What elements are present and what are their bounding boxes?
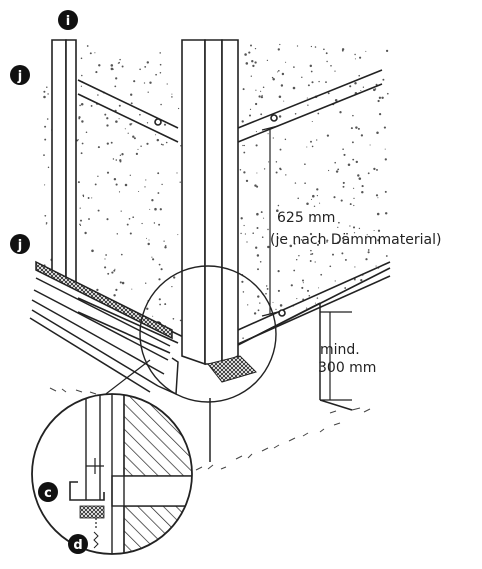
dimension-min-height xyxy=(320,311,352,401)
dimension-spacing-note: (je nach Dämmmaterial) xyxy=(270,232,441,248)
marker-c: c xyxy=(38,482,58,502)
svg-text:c: c xyxy=(44,486,52,501)
section-detail xyxy=(32,394,192,554)
dimension-spacing-value: 625 mm xyxy=(277,210,335,226)
marker-d: d xyxy=(68,534,88,554)
ground-texture xyxy=(49,387,371,471)
marker-j-bottom: j xyxy=(10,234,30,254)
svg-text:j: j xyxy=(17,69,22,84)
marker-i: i xyxy=(58,10,78,30)
vertical-stud-left xyxy=(51,39,77,288)
svg-text:i: i xyxy=(66,14,70,29)
dimension-min-value: 300 mm xyxy=(318,360,376,376)
corner-stud xyxy=(181,39,239,366)
dimension-spacing xyxy=(261,125,279,317)
insulation-speckle-right xyxy=(239,43,389,339)
dimension-min-prefix: mind. xyxy=(320,342,360,358)
svg-text:j: j xyxy=(17,238,22,253)
svg-text:d: d xyxy=(73,538,82,553)
marker-j-top: j xyxy=(10,65,30,85)
right-wall-panel xyxy=(212,40,390,345)
section-detail-border xyxy=(31,393,193,555)
foundation-block xyxy=(209,302,353,462)
left-wall-panel xyxy=(40,40,200,345)
drip-mesh-corner xyxy=(207,355,257,383)
horizontal-batten-left xyxy=(77,79,179,354)
base-profile-rail xyxy=(29,260,179,396)
magnifier-callout-circle xyxy=(139,265,277,403)
